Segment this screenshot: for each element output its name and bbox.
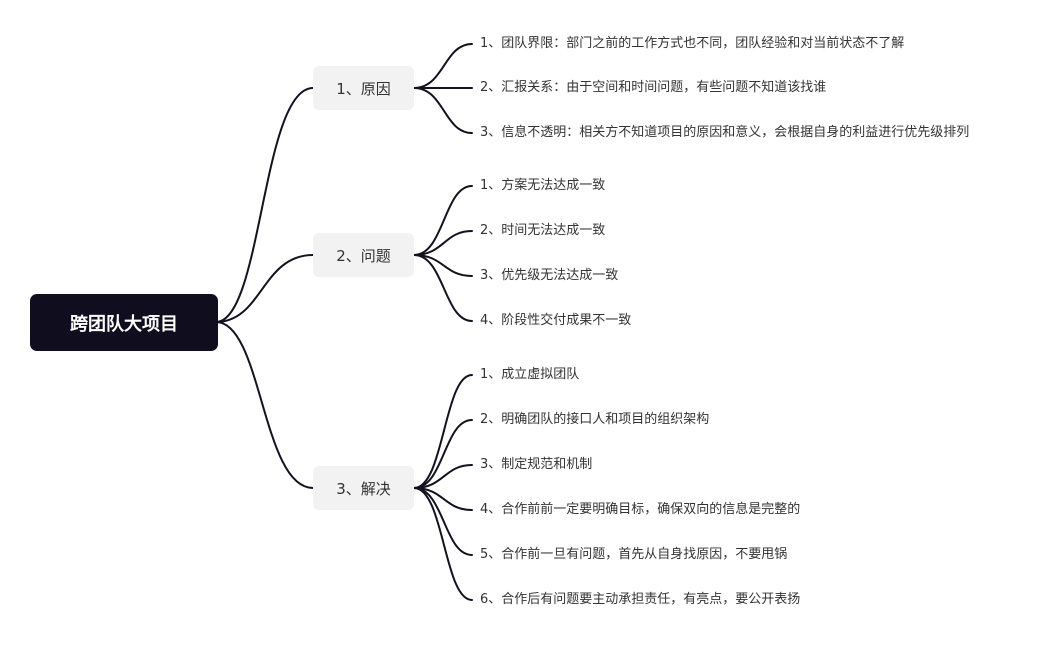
edge-root-branch-1	[215, 87, 314, 323]
edge-root-branch-3	[215, 321, 314, 489]
leaf-node-solution-3[interactable]: 3、制定规范和机制	[480, 457, 593, 472]
leaf-node-solution-4[interactable]: 4、合作前前一定要明确目标，确保双向的信息是完整的	[480, 502, 801, 517]
leaf-node-solution-1[interactable]: 1、成立虚拟团队	[480, 367, 580, 382]
leaf-node-solution-6[interactable]: 6、合作后有问题要主动承担责任，有亮点，要公开表扬	[480, 592, 801, 607]
branch-node-problems[interactable]: 2、问题	[313, 233, 414, 277]
leaf-node-problem-4[interactable]: 4、阶段性交付成果不一致	[480, 313, 632, 328]
leaf-node-solution-2[interactable]: 2、明确团队的接口人和项目的组织架构	[480, 412, 710, 427]
edge-branch-1-leaf-1	[413, 43, 473, 89]
edge-root-branch-2	[215, 254, 314, 323]
leaf-node-solution-5[interactable]: 5、合作前一旦有问题，首先从自身找原因，不要甩锅	[480, 547, 788, 562]
leaf-node-reason-3[interactable]: 3、信息不透明：相关方不知道项目的原因和意义，会根据自身的利益进行优先级排列	[480, 125, 970, 140]
leaf-node-problem-2[interactable]: 2、时间无法达成一致	[480, 223, 606, 238]
leaf-node-problem-1[interactable]: 1、方案无法达成一致	[480, 178, 606, 193]
root-node[interactable]: 跨团队大项目	[30, 294, 218, 351]
edge-branch-3-leaf-1	[413, 374, 473, 489]
branch-node-solutions[interactable]: 3、解决	[313, 466, 414, 510]
edge-branch-2-leaf-4	[413, 254, 473, 322]
edge-branch-2-leaf-2	[413, 230, 473, 256]
edge-branch-1-leaf-3	[413, 87, 473, 134]
leaf-node-reason-1[interactable]: 1、团队界限：部门之前的工作方式也不同，团队经验和对当前状态不了解	[480, 36, 905, 51]
leaf-node-reason-2[interactable]: 2、汇报关系：由于空间和时间问题，有些问题不知道该找谁	[480, 80, 827, 95]
edge-branch-3-leaf-6	[413, 487, 473, 601]
branch-node-reasons[interactable]: 1、原因	[313, 66, 414, 110]
edge-branch-3-leaf-2	[413, 419, 473, 489]
leaf-node-problem-3[interactable]: 3、优先级无法达成一致	[480, 268, 619, 283]
edge-branch-3-leaf-3	[413, 464, 473, 489]
edge-branch-2-leaf-1	[413, 185, 473, 256]
